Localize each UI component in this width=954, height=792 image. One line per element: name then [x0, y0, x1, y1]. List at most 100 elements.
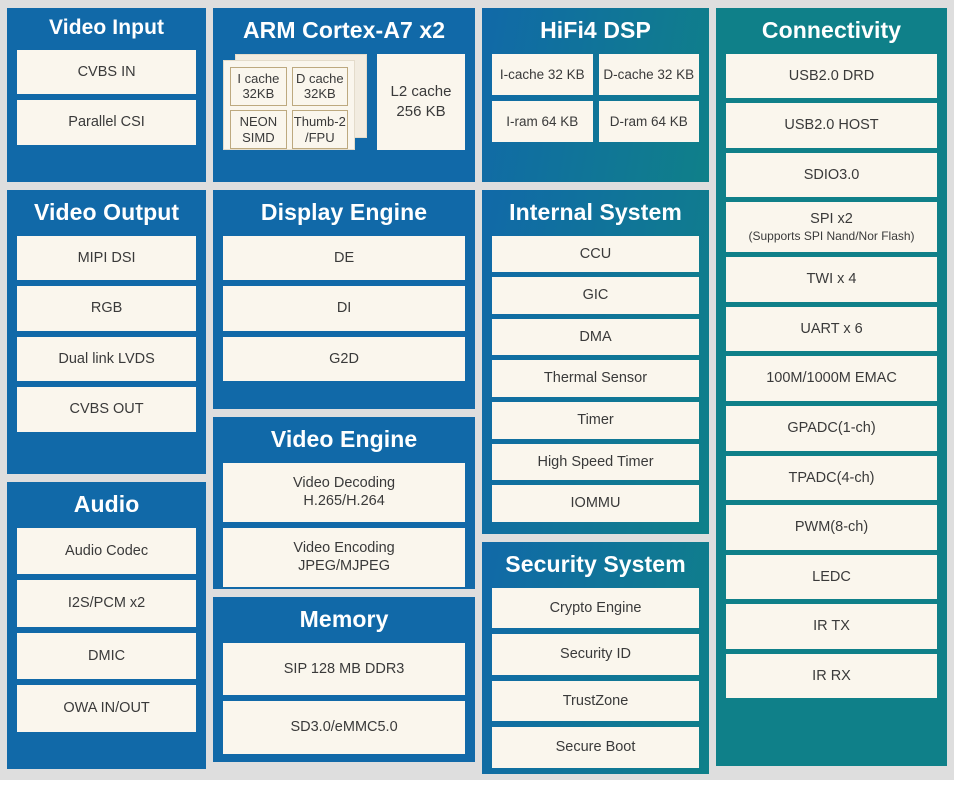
cpu-cell-line2: 32KB — [242, 86, 275, 102]
list-item[interactable]: TrustZone — [492, 680, 700, 722]
list-item[interactable]: I2S/PCM x2 — [17, 580, 197, 627]
list-item[interactable]: D-cache 32 KB — [598, 53, 700, 96]
item-label: CCU — [579, 245, 612, 262]
column-left: Video Input CVBS IN Parallel CSI Video O… — [7, 8, 207, 769]
cpu-cell-neon-simd[interactable]: NEON SIMD — [230, 110, 287, 150]
list-item[interactable]: SDIO3.0 — [726, 152, 938, 198]
list-item[interactable]: CCU — [492, 235, 700, 273]
list-item[interactable]: Video Encoding JPEG/MJPEG — [223, 527, 465, 588]
item-label: DMIC — [88, 647, 126, 664]
list-item[interactable]: High Speed Timer — [492, 443, 700, 481]
block-title-audio: Audio — [73, 491, 140, 517]
list-item[interactable]: SIP 128 MB DDR3 — [223, 642, 465, 696]
list-item[interactable]: Dual link LVDS — [17, 336, 197, 382]
list-item[interactable]: IR RX — [726, 653, 938, 699]
list-item[interactable]: 100M/1000M EMAC — [726, 356, 938, 402]
item-label: MIPI DSI — [77, 249, 136, 266]
list-item[interactable]: Video Decoding H.265/H.264 — [223, 462, 465, 522]
item-label: Video Decoding — [293, 474, 396, 491]
list-item[interactable]: MIPI DSI — [17, 235, 197, 281]
block-title-internal-system: Internal System — [509, 199, 682, 225]
security-system-items: Crypto Engine Security ID TrustZone Secu… — [492, 587, 700, 769]
list-item[interactable]: TPADC(4-ch) — [726, 455, 938, 501]
list-item[interactable]: OWA IN/OUT — [17, 685, 197, 733]
display-engine-items: DE DI G2D — [223, 235, 465, 382]
item-label: DMA — [579, 328, 612, 345]
cpu-cell-line2: SIMD — [242, 129, 275, 145]
l2-cache-line2: 256 KB — [396, 102, 446, 120]
item-sublabel: (Supports SPI Nand/Nor Flash) — [748, 229, 915, 244]
column-third: HiFi4 DSP I-cache 32 KB D-cache 32 KB I-… — [482, 8, 710, 774]
list-item[interactable]: D-ram 64 KB — [598, 101, 700, 143]
item-label: USB2.0 HOST — [784, 117, 879, 134]
list-item[interactable]: Timer — [492, 402, 700, 439]
cpu-l2-cache[interactable]: L2 cache 256 KB — [377, 53, 465, 150]
column-right: Connectivity USB2.0 DRD USB2.0 HOST SDIO… — [716, 8, 948, 766]
list-item[interactable]: IR TX — [726, 604, 938, 649]
cpu-core-sheet-front: I cache 32KB D cache 32KB NEON SIM — [223, 59, 355, 150]
list-item[interactable]: DE — [223, 235, 465, 281]
item-label: SIP 128 MB DDR3 — [283, 660, 405, 677]
video-engine-items: Video Decoding H.265/H.264 Video Encodin… — [223, 462, 465, 588]
item-label: GIC — [582, 287, 609, 304]
list-item[interactable]: GIC — [492, 277, 700, 314]
list-item[interactable]: UART x 6 — [726, 306, 938, 352]
cpu-cell-line2: /FPU — [304, 129, 335, 145]
list-item[interactable]: PWM(8-ch) — [726, 505, 938, 550]
block-title-connectivity: Connectivity — [761, 17, 902, 43]
list-item[interactable]: Parallel CSI — [17, 100, 197, 145]
item-label: SDIO3.0 — [803, 166, 860, 183]
item-label: G2D — [329, 350, 359, 367]
list-item[interactable]: G2D — [223, 336, 465, 382]
item-label: I-ram 64 KB — [506, 114, 579, 130]
list-item[interactable]: Secure Boot — [492, 727, 700, 769]
cpu-cell-dcache[interactable]: D cache 32KB — [291, 66, 349, 107]
list-item[interactable]: Crypto Engine — [492, 587, 700, 629]
item-label: Video Encoding — [293, 539, 395, 556]
item-label: Timer — [577, 412, 614, 429]
block-security-system: Security System Crypto Engine Security I… — [482, 542, 710, 774]
internal-system-items: CCU GIC DMA Thermal Sensor Timer High Sp… — [492, 235, 700, 522]
cpu-core-stack: I cache 32KB D cache 32KB NEON SIM — [223, 53, 367, 150]
list-item[interactable]: DMIC — [17, 632, 197, 680]
block-title-video-output: Video Output — [33, 199, 180, 225]
item-label: GPADC(1-ch) — [787, 420, 876, 437]
list-item[interactable]: CVBS IN — [17, 49, 197, 95]
list-item[interactable]: RGB — [17, 286, 197, 331]
block-title-display-engine: Display Engine — [260, 199, 428, 225]
list-item[interactable]: Thermal Sensor — [492, 360, 700, 398]
item-label: CVBS OUT — [69, 401, 144, 418]
block-memory: Memory SIP 128 MB DDR3 SD3.0/eMMC5.0 — [213, 597, 475, 762]
list-item[interactable]: I-ram 64 KB — [492, 101, 593, 143]
item-label: Parallel CSI — [68, 114, 145, 131]
block-cpu: ARM Cortex-A7 x2 I cache 32KB D cache 32 — [213, 8, 475, 182]
item-label: SPI x2 — [810, 211, 853, 228]
list-item[interactable]: USB2.0 HOST — [726, 103, 938, 148]
list-item[interactable]: USB2.0 DRD — [726, 53, 938, 99]
item-label: I2S/PCM x2 — [67, 595, 146, 612]
cpu-cell-thumb2-fpu[interactable]: Thumb-2 /FPU — [291, 110, 349, 150]
list-item[interactable]: IOMMU — [492, 485, 700, 522]
list-item-spi[interactable]: SPI x2 (Supports SPI Nand/Nor Flash) — [726, 202, 938, 253]
list-item[interactable]: TWI x 4 — [726, 257, 938, 302]
list-item[interactable]: DMA — [492, 318, 700, 356]
list-item[interactable]: Security ID — [492, 634, 700, 675]
item-label: D-cache 32 KB — [603, 66, 695, 82]
list-item[interactable]: DI — [223, 286, 465, 331]
list-item[interactable]: Audio Codec — [17, 527, 197, 575]
item-label: DE — [333, 249, 355, 266]
item-label: IOMMU — [570, 495, 621, 512]
list-item[interactable]: CVBS OUT — [17, 387, 197, 433]
list-item[interactable]: I-cache 32 KB — [492, 53, 593, 96]
cpu-cell-line1: D cache — [295, 70, 344, 86]
list-item[interactable]: SD3.0/eMMC5.0 — [223, 701, 465, 754]
cpu-cell-icache[interactable]: I cache 32KB — [230, 66, 287, 107]
item-label: IR TX — [813, 618, 850, 635]
list-item[interactable]: GPADC(1-ch) — [726, 406, 938, 451]
item-label: DI — [336, 300, 352, 317]
item-label: IR RX — [812, 667, 851, 684]
block-title-video-engine: Video Engine — [270, 426, 418, 452]
list-item[interactable]: LEDC — [726, 554, 938, 600]
item-label: TPADC(4-ch) — [788, 469, 875, 486]
